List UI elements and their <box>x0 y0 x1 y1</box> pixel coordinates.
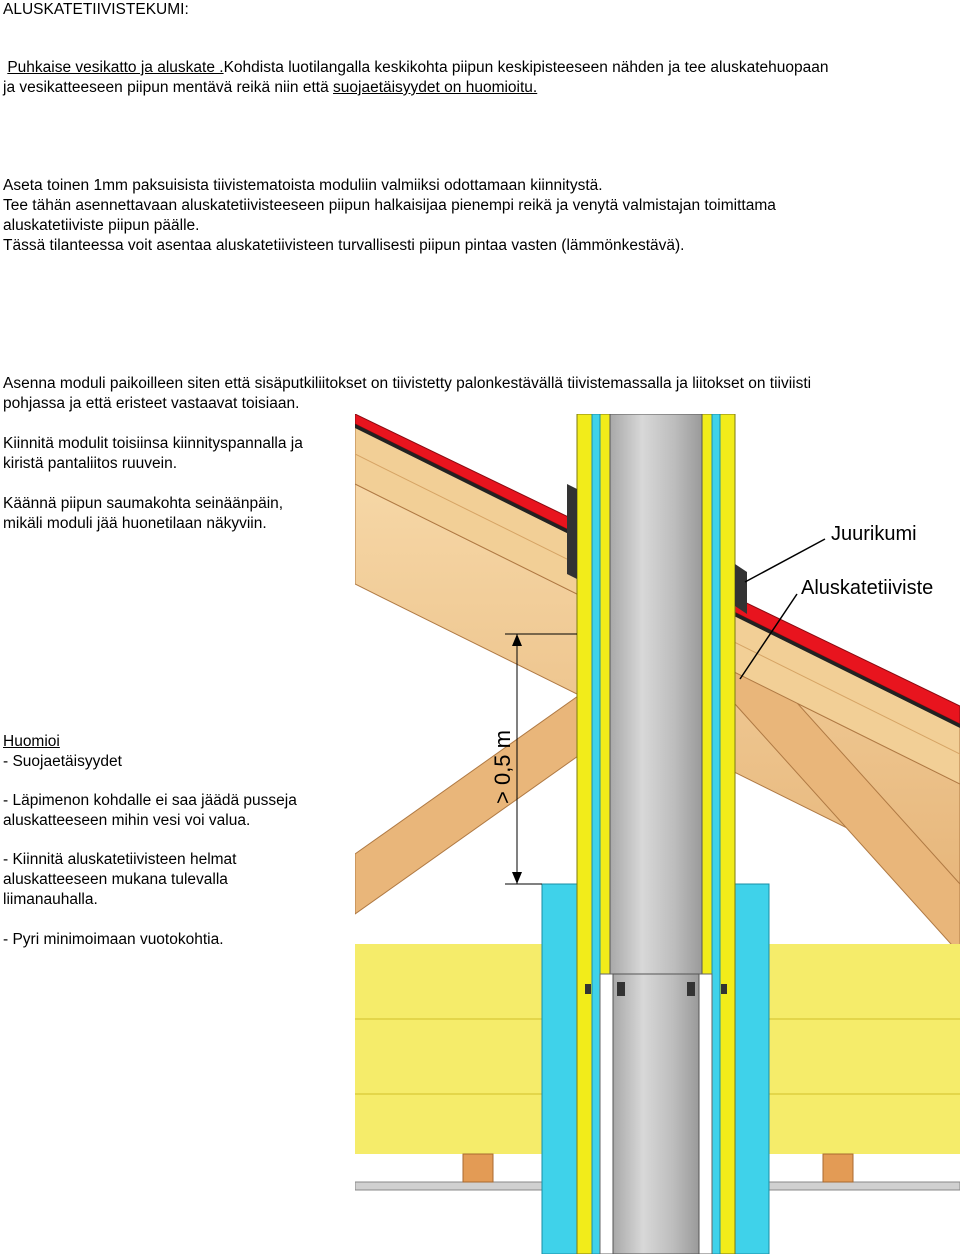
rafter-diagonal-left <box>355 683 596 915</box>
label-aluskatetiiviste: Aluskatetiiviste <box>801 577 933 599</box>
joint-left <box>617 982 625 996</box>
intro-text: Kohdista luotilangalla keskikohta piipun… <box>223 59 829 76</box>
step3-line2: pohjassa ja että eristeet vastaavat tois… <box>3 395 300 412</box>
intro-line-1: Puhkaise vesikatto ja aluskate .Kohdista… <box>3 58 829 78</box>
notes-title: Huomioi <box>3 733 60 750</box>
intro-link[interactable]: Puhkaise vesikatto ja aluskate . <box>7 59 224 76</box>
intro-line2-text: ja vesikatteeseen piipun mentävä reikä n… <box>3 79 334 96</box>
joint-right <box>687 982 695 996</box>
notes-item-1: - Suojaetäisyydet <box>3 753 122 770</box>
batten-left <box>462 1153 494 1183</box>
notes-item-3a: - Kiinnitä aluskatetiivisteen helmat <box>3 851 237 868</box>
chimney-pipe <box>609 414 703 1035</box>
notes-item-3c: liimanauhalla. <box>3 891 98 908</box>
batten-right <box>822 1153 854 1183</box>
step5-line2: mikäli moduli jää huonetilaan näkyviin. <box>3 515 267 532</box>
intro-line-2: ja vesikatteeseen piipun mentävä reikä n… <box>3 78 537 98</box>
step2-line1: Aseta toinen 1mm paksuisista tiivistemat… <box>3 177 603 194</box>
notes-item-4: - Pyri minimoimaan vuotokohtia. <box>3 931 224 948</box>
step4-line2: kiristä pantaliitos ruuvein. <box>3 455 178 472</box>
step3-line1: Asenna moduli paikoilleen siten että sis… <box>3 375 812 392</box>
root-seal <box>567 484 577 579</box>
label-juurikumi: Juurikumi <box>831 523 917 545</box>
page-heading: ALUSKATETIIVISTEKUMI: <box>3 1 189 18</box>
chimney-roof-diagram: > 0,5 m Juurikumi Aluskatetiiviste <box>355 414 960 1254</box>
step2-line3: aluskatetiiviste piipun päälle. <box>3 217 200 234</box>
step2-line2: Tee tähän asennettavaan aluskatetiiviste… <box>3 197 776 214</box>
leader-aluskatetiiviste <box>739 593 798 680</box>
dimension-label: > 0,5 m <box>490 730 515 804</box>
step5-line1: Käännä piipun saumakohta seinäänpäin, <box>3 495 284 512</box>
notes-item-2a: - Läpimenon kohdalle ei saa jäädä pussej… <box>3 792 297 809</box>
step4-line1: Kiinnitä modulit toisiinsa kiinnityspann… <box>3 435 303 452</box>
intro-line2-link[interactable]: suojaetäisyydet on huomioitu. <box>333 79 538 96</box>
notes-item-3b: aluskatteeseen mukana tulevalla <box>3 871 228 888</box>
leader-juurikumi <box>744 538 826 583</box>
step2-line4: Tässä tilanteessa voit asentaa aluskatet… <box>3 237 685 254</box>
notes-item-2b: aluskatteeseen mihin vesi voi valua. <box>3 812 251 829</box>
